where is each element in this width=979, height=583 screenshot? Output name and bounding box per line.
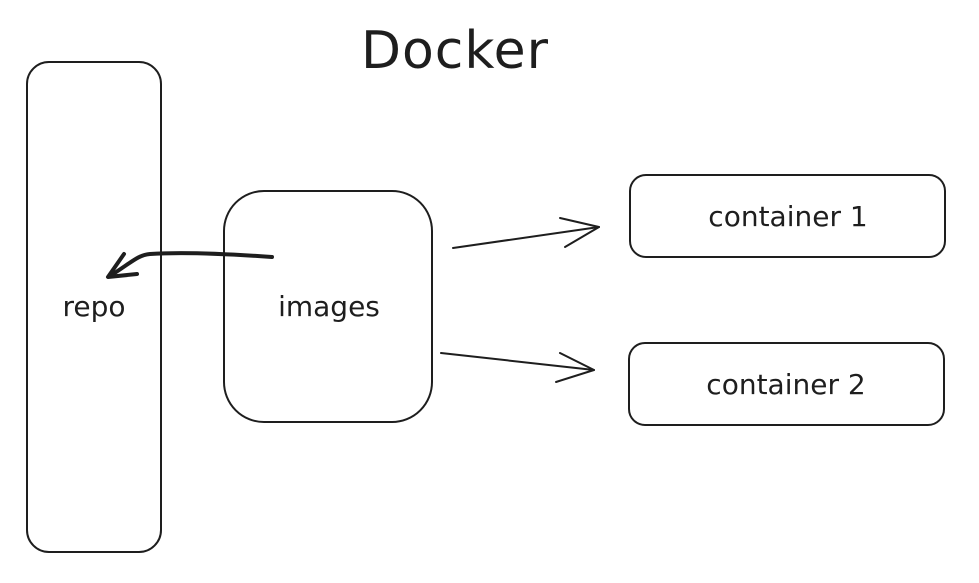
container-1-label: container 1 — [708, 200, 867, 233]
edge-images-to-container-2 — [440, 352, 595, 383]
container-2-node[interactable] — [628, 342, 945, 426]
images-node[interactable] — [223, 190, 433, 423]
diagram-title: Docker — [361, 21, 549, 81]
container-2-label: container 2 — [706, 368, 865, 401]
repo-node[interactable] — [26, 61, 162, 553]
repo-label: repo — [62, 290, 125, 323]
edge-images-to-container-1 — [452, 217, 600, 249]
edge-images-to-repo — [106, 251, 274, 279]
images-label: images — [278, 290, 380, 323]
container-1-node[interactable] — [629, 174, 946, 258]
